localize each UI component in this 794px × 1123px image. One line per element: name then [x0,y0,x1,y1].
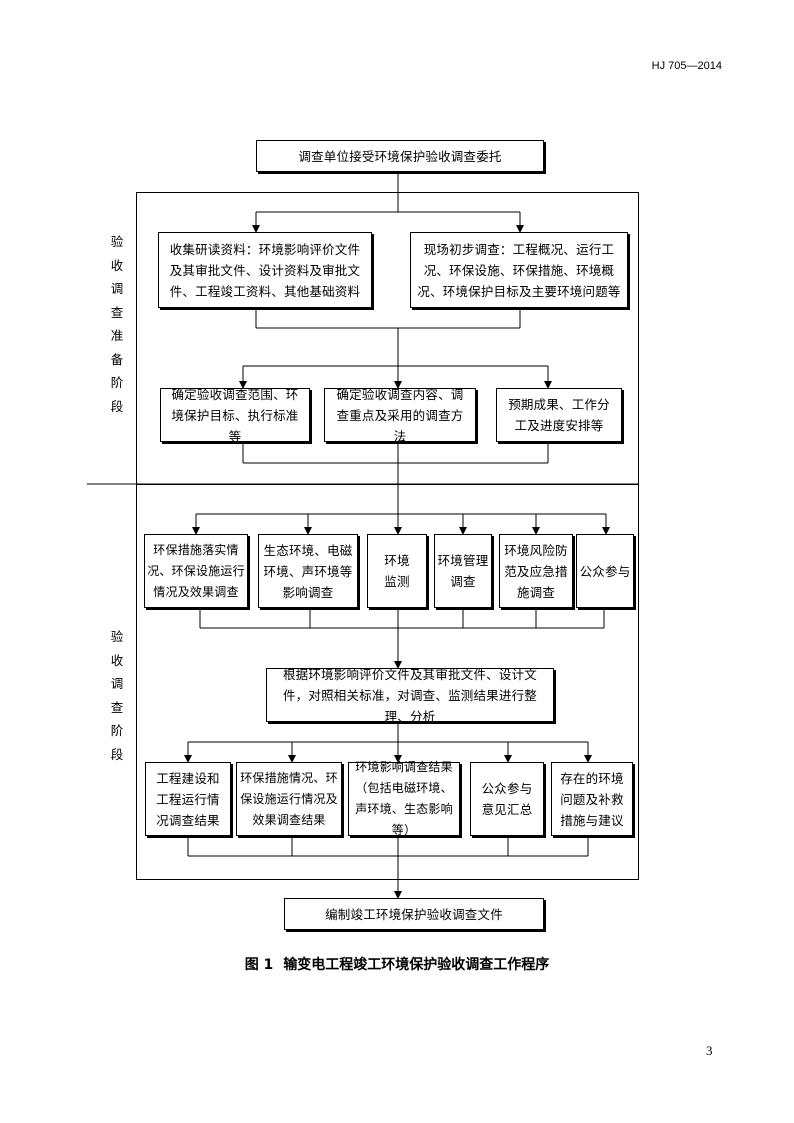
stage-label-investigation: 验收调查阶段 [110,629,124,762]
commission-box: 调查单位接受环境保护验收调查委托 [256,140,544,172]
management-survey-box: 环境管理调查 [434,534,492,608]
measures-survey-box: 环保措施落实情况、环保设施运行情况及效果调查 [144,534,248,608]
investigation-stage-frame [136,484,639,880]
public-participation-box: 公众参与 [576,534,634,608]
public-opinion-box: 公众参与意见汇总 [470,762,544,836]
content-box: 确定验收调查内容、调查重点及采用的调查方法 [324,387,476,444]
schedule-box: 预期成果、工作分工及进度安排等 [496,388,622,442]
site-survey-box: 现场初步调查：工程概况、运行工况、环保设施、环保措施、环境概况、环境保护目标及主… [410,232,628,308]
impact-result-box: 环境影响调查结果（包括电磁环境、声环境、生态影响等） [348,760,460,837]
impact-survey-box: 生态环境、电磁环境、声环境等影响调查 [258,534,358,608]
risk-survey-box: 环境风险防范及应急措施调查 [499,534,573,608]
compile-report-box: 编制竣工环境保护验收调查文件 [284,898,544,930]
construction-result-box: 工程建设和工程运行情况调查结果 [145,762,231,836]
collect-materials-box: 收集研读资料：环境影响评价文件及其审批文件、设计资料及审批文件、工程竣工资料、其… [158,232,372,308]
analysis-box: 根据环境影响评价文件及其审批文件、设计文件，对照相关标准，对调查、监测结果进行整… [266,667,554,724]
stage-label-preparation: 验收调查准备阶段 [110,234,124,414]
monitoring-box: 环境监测 [367,534,427,608]
scope-box: 确定验收调查范围、环境保护目标、执行标准等 [160,387,310,444]
figure-title: 输变电工程竣工环境保护验收调查工作程序 [283,957,550,973]
figure-caption: 图 1 输变电工程竣工环境保护验收调查工作程序 [0,954,794,974]
page-number: 3 [706,1043,713,1058]
figure-number: 图 1 [244,957,274,973]
measures-result-box: 环保措施情况、环保设施运行情况及效果调查结果 [236,762,342,836]
problems-suggestions-box: 存在的环境问题及补救措施与建议 [551,762,633,836]
standard-code: HJ 705—2014 [651,60,722,72]
